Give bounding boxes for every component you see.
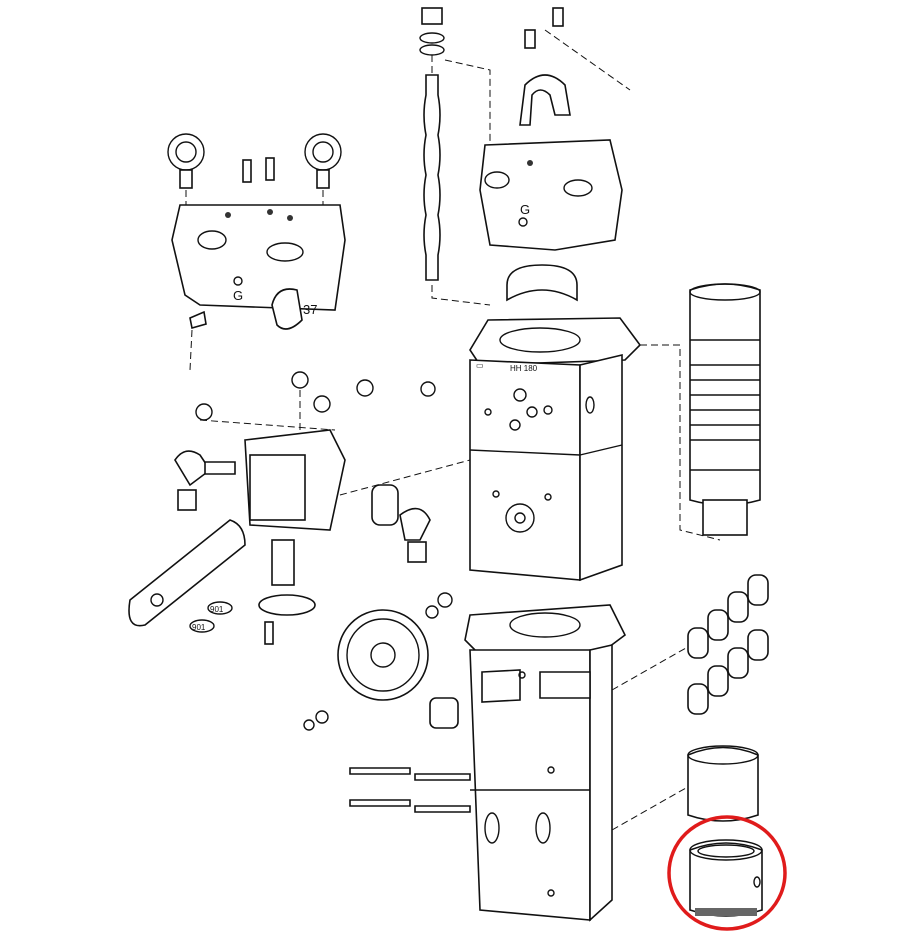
g-mark-label: G bbox=[233, 288, 243, 303]
g-mark-label-right: G bbox=[520, 202, 530, 217]
block-marking-left: ▭ bbox=[476, 361, 484, 370]
highlight-circle bbox=[667, 815, 787, 931]
lower-cylinder-body bbox=[349, 604, 701, 922]
part-number-901-lower: 901 bbox=[192, 623, 206, 632]
part-number-901-upper: 901 bbox=[210, 605, 224, 614]
lower-bushing bbox=[689, 839, 763, 917]
control-valve-assembly: 901 901 bbox=[128, 371, 471, 645]
upper-bushing bbox=[687, 745, 759, 822]
part-number-37: 37 bbox=[303, 302, 317, 317]
top-left-head-block: G 37 bbox=[167, 133, 346, 371]
upper-cylinder-body: ▭ HH 180 bbox=[469, 317, 642, 582]
retaining-pins bbox=[687, 574, 769, 715]
block-marking: HH 180 bbox=[510, 364, 538, 373]
accumulator bbox=[303, 592, 459, 731]
top-right-head-block: G bbox=[479, 7, 631, 302]
piston bbox=[640, 283, 761, 541]
tie-rod bbox=[419, 7, 491, 306]
